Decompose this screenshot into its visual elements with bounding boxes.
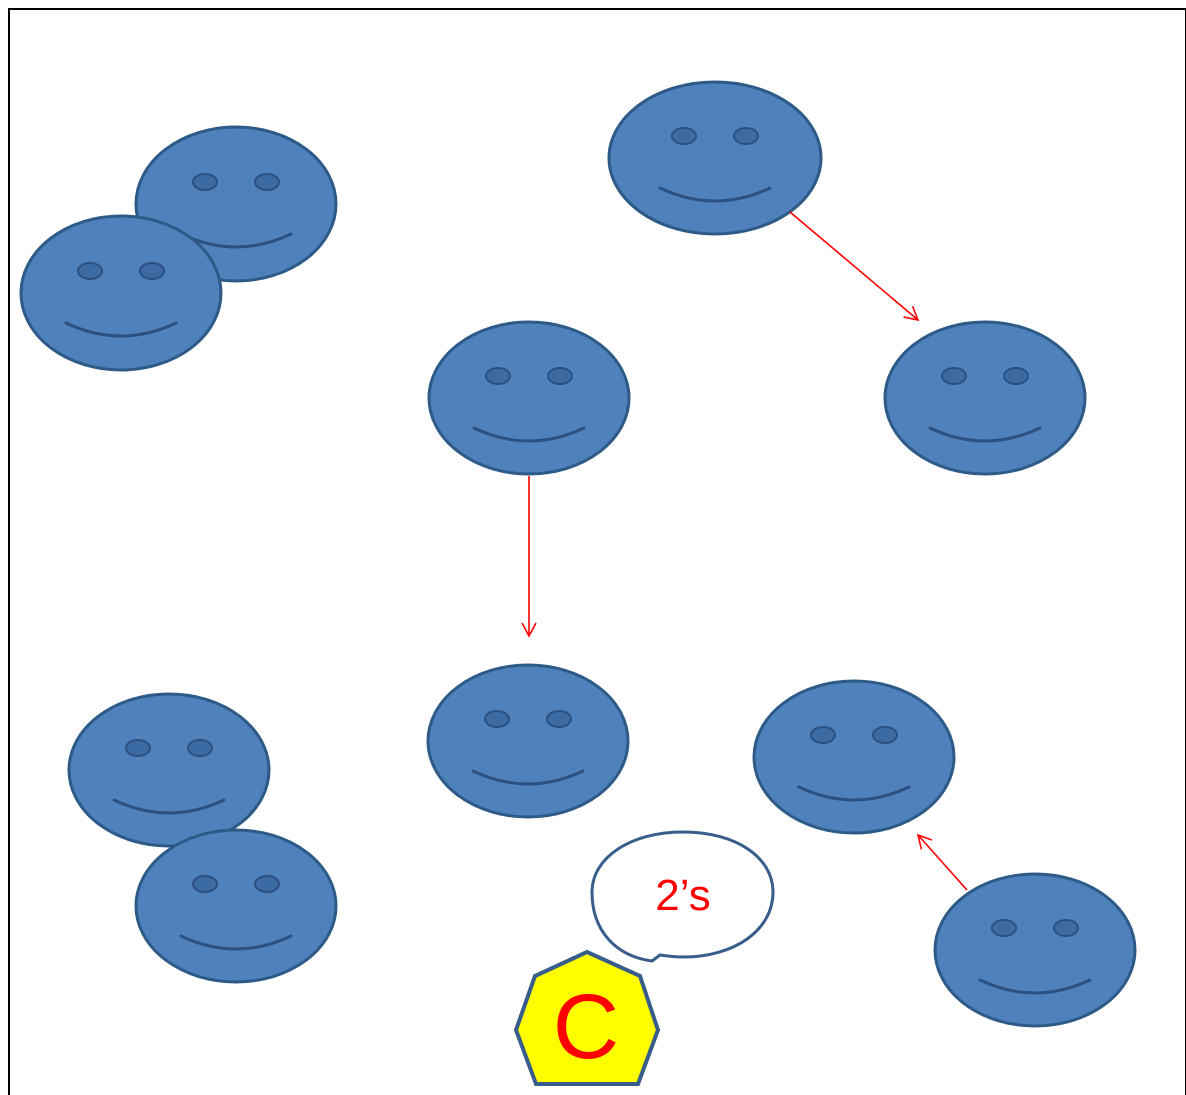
smiley-face-center: [427, 320, 631, 476]
right-eye: [546, 710, 572, 728]
right-eye: [547, 367, 573, 385]
face-body: [19, 214, 223, 372]
left-eye: [125, 739, 151, 757]
left-eye: [192, 875, 218, 893]
arrow-top-right-to-right-middle: [789, 211, 920, 322]
smile-mouth: [179, 934, 293, 951]
smile-mouth: [978, 978, 1092, 995]
smile-mouth: [797, 785, 911, 802]
smiley-face-bottom-left-bottom: [134, 828, 338, 984]
right-eye: [139, 262, 165, 280]
right-eye: [254, 173, 280, 191]
smiley-face-top-left-front: [19, 214, 223, 372]
right-eye: [733, 127, 759, 145]
left-eye: [941, 367, 967, 385]
arrow-far-bottom-right-to-bottom-right: [916, 833, 968, 891]
smiley-face-far-bottom-right: [933, 872, 1137, 1028]
right-eye: [1003, 367, 1029, 385]
left-eye: [991, 919, 1017, 937]
smile-mouth: [471, 769, 585, 786]
badge-letter: C: [553, 976, 619, 1078]
heptagon-badge: C: [513, 949, 661, 1086]
smiley-face-bottom-right: [752, 679, 956, 835]
smile-mouth: [472, 426, 586, 443]
left-eye: [485, 367, 511, 385]
right-eye: [187, 739, 213, 757]
left-eye: [484, 710, 510, 728]
smiley-face-bottom-left-top: [67, 692, 271, 848]
left-eye: [77, 262, 103, 280]
smile-mouth: [64, 321, 178, 338]
face-body: [426, 663, 630, 819]
diagram-frame: [8, 8, 1186, 1095]
right-eye: [872, 726, 898, 744]
face-body: [427, 320, 631, 476]
smiley-face-top-right: [607, 80, 823, 236]
smiley-faces: [19, 80, 1137, 1028]
heptagon-shape: [513, 949, 661, 1086]
smiley-face-bottom-center: [426, 663, 630, 819]
speech-bubble: 2’s: [590, 830, 775, 963]
face-body: [933, 872, 1137, 1028]
left-eye: [810, 726, 836, 744]
right-eye: [254, 875, 280, 893]
right-eye: [1053, 919, 1079, 937]
arrows: [521, 211, 968, 891]
smile-mouth: [928, 426, 1042, 443]
left-eye: [671, 127, 697, 145]
face-body: [752, 679, 956, 835]
smile-mouth: [658, 186, 772, 203]
smile-mouth: [112, 798, 226, 815]
speech-bubble-text: 2’s: [655, 871, 710, 920]
face-body: [607, 80, 823, 236]
face-body: [883, 320, 1087, 476]
speech-bubble-shape: [590, 830, 775, 963]
face-body: [67, 692, 271, 848]
face-body: [134, 828, 338, 984]
smiley-face-right-middle: [883, 320, 1087, 476]
left-eye: [192, 173, 218, 191]
